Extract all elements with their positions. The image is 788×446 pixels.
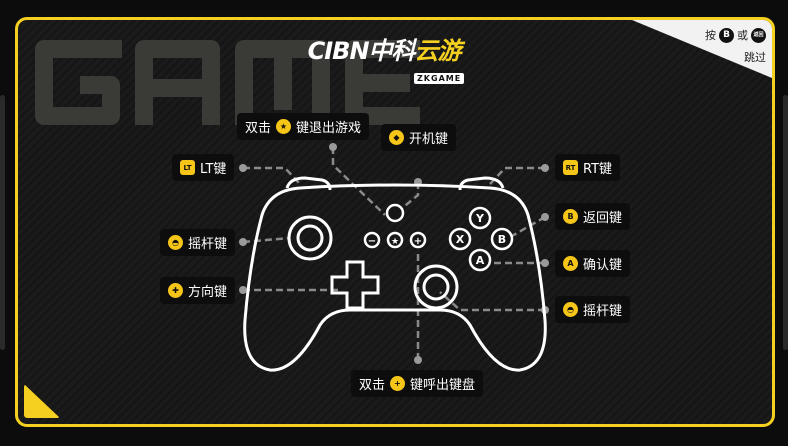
b-button: B xyxy=(498,233,506,246)
skip-suffix: 跳过 xyxy=(744,51,766,64)
back-key-icon: 返回 xyxy=(751,28,766,43)
label-text: 摇杆键 xyxy=(583,304,623,319)
label-b: B 返回键 xyxy=(555,203,631,230)
y-button: Y xyxy=(475,212,485,225)
star-button: ★ xyxy=(391,237,399,247)
joystick-icon: ◓ xyxy=(563,302,578,317)
skip-or: 或 xyxy=(737,29,748,42)
star-icon: ★ xyxy=(276,119,292,134)
label-power: ◆ 开机键 xyxy=(381,124,457,151)
leader-dots xyxy=(239,143,549,364)
label-text: 双击 xyxy=(359,378,386,393)
label-text: 方向键 xyxy=(188,285,228,300)
b-key-icon: B xyxy=(719,28,734,43)
label-text: 摇杆键 xyxy=(188,237,228,252)
lt-icon: LT xyxy=(180,160,195,175)
plus-icon: + xyxy=(390,376,406,391)
logo-text: CIBN中科 xyxy=(307,37,416,65)
label-rt: RT RT键 xyxy=(555,154,621,181)
controller-outline xyxy=(243,176,547,372)
label-text: 返回键 xyxy=(583,211,623,226)
label-keyboard: 双击 + 键呼出键盘 xyxy=(351,370,484,397)
skip-prefix: 按 xyxy=(705,29,716,42)
label-text: RT键 xyxy=(583,162,613,177)
label-text: 键退出游戏 xyxy=(296,121,362,136)
label-text: 开机键 xyxy=(409,132,449,147)
label-exit-game: 双击 ★ 键退出游戏 xyxy=(237,113,370,140)
label-right-stick: ◓ 摇杆键 xyxy=(555,296,631,323)
controller-buttons xyxy=(363,203,514,272)
label-dpad: ✚ 方向键 xyxy=(160,277,236,304)
plus-button: + xyxy=(414,236,422,247)
left-edge xyxy=(0,95,5,350)
label-lt: LT LT键 xyxy=(172,154,235,181)
logo-sub: ZKGAME xyxy=(414,73,465,84)
label-text: LT键 xyxy=(200,162,227,177)
a-icon: A xyxy=(563,256,578,271)
rt-icon: RT xyxy=(563,160,578,175)
logo-text-accent: 云游 xyxy=(414,37,462,65)
label-text: 键呼出键盘 xyxy=(410,378,476,393)
background-word-graphic xyxy=(35,40,420,125)
joystick-icon: ◓ xyxy=(168,235,183,250)
label-left-stick: ◓ 摇杆键 xyxy=(160,229,236,256)
b-icon: B xyxy=(563,209,578,224)
a-button: A xyxy=(476,254,485,267)
label-text: 确认键 xyxy=(583,258,623,273)
minus-button: − xyxy=(368,236,376,247)
label-text: 双击 xyxy=(245,121,272,136)
home-icon: ◆ xyxy=(389,130,404,145)
dpad-icon: ✚ xyxy=(168,283,183,298)
right-edge xyxy=(783,95,788,350)
leader-lines xyxy=(242,147,546,360)
x-button: X xyxy=(456,233,465,246)
logo: CIBN中科云游 ZKGAME xyxy=(304,36,465,85)
label-a: A 确认键 xyxy=(555,250,631,277)
